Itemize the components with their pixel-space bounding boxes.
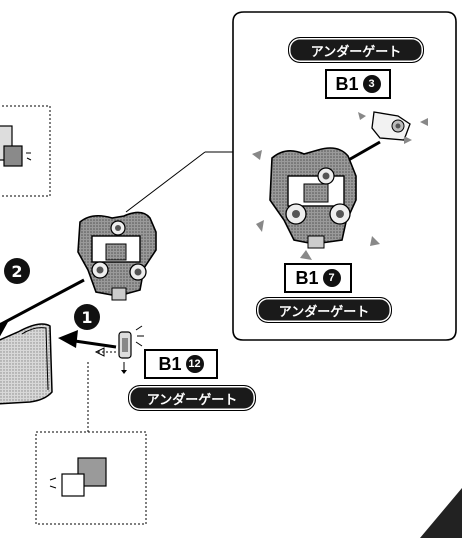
part-code: B1: [295, 267, 319, 288]
part-code: B1: [335, 73, 359, 94]
small-part-icon-top: [0, 125, 32, 167]
dashed-inset-top: [0, 105, 51, 197]
small-part-icon-bottom: [49, 457, 107, 497]
part-ref-detail-top: B1 3: [325, 69, 391, 99]
detail-callout-frame: [232, 11, 457, 341]
gate-piece: [118, 325, 144, 374]
step2-number: 2: [11, 261, 23, 281]
part-number: 7: [322, 269, 341, 287]
part-code: B1: [158, 353, 182, 374]
step2-marker: 2: [4, 258, 30, 284]
gate-pill-main: アンダーゲート: [128, 385, 256, 411]
callout-leader-line-2: [125, 151, 206, 213]
gate-pill-text: アンダーゲート: [310, 44, 402, 60]
corner-fold: [420, 488, 462, 538]
dashed-inset-bottom: [35, 431, 147, 525]
step1-marker: 1: [74, 304, 100, 330]
main-part: [77, 211, 157, 301]
part-number: 3: [362, 75, 381, 93]
gate-pill-text: アンダーゲート: [146, 392, 238, 408]
side-part-left: [0, 323, 53, 405]
step1-arrow: [58, 330, 117, 349]
gate-pill-detail-bottom: アンダーゲート: [256, 297, 392, 323]
detail-main-part: [252, 147, 380, 260]
part-ref-detail-bottom: B1 7: [284, 263, 352, 293]
step2-arrow: [0, 278, 85, 337]
part-number: 12: [185, 355, 204, 373]
gate-pill-detail-top: アンダーゲート: [288, 37, 424, 63]
gate-pill-text: アンダーゲート: [278, 304, 370, 320]
step1-number: 1: [81, 307, 93, 327]
detail-small-part: [358, 111, 428, 144]
part-ref-main: B1 12: [144, 349, 218, 379]
